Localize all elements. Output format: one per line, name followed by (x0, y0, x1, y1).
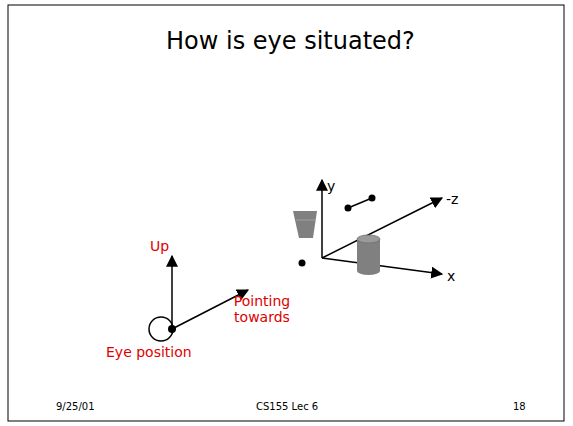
footer-date: 9/25/01 (56, 401, 95, 413)
footer-course: CS155 Lec 6 (256, 401, 318, 413)
z-axis (322, 198, 442, 258)
cylinder-object (357, 239, 380, 271)
axis-label: x (447, 268, 455, 284)
axis-label: y (327, 178, 335, 194)
cylinder-bottom (357, 267, 380, 275)
line-segment (348, 198, 372, 208)
point-object (299, 260, 306, 267)
up-vector (171, 256, 173, 329)
slide-frame (8, 5, 564, 421)
cup-band (296, 220, 315, 221)
vector-label: Up (150, 238, 169, 254)
segment-endpoint (345, 205, 352, 212)
axis-label: -z (446, 191, 458, 207)
y-axis (321, 180, 323, 258)
vector-label: Pointing towards (226, 293, 298, 325)
x-axis (322, 258, 442, 274)
slide-title: How is eye situated? (166, 28, 415, 56)
cylinder-top (357, 235, 380, 243)
cup-object (293, 211, 317, 238)
point-label: Eye position (106, 344, 192, 360)
segment-endpoint (369, 195, 376, 202)
page-number: 18 (513, 401, 526, 413)
